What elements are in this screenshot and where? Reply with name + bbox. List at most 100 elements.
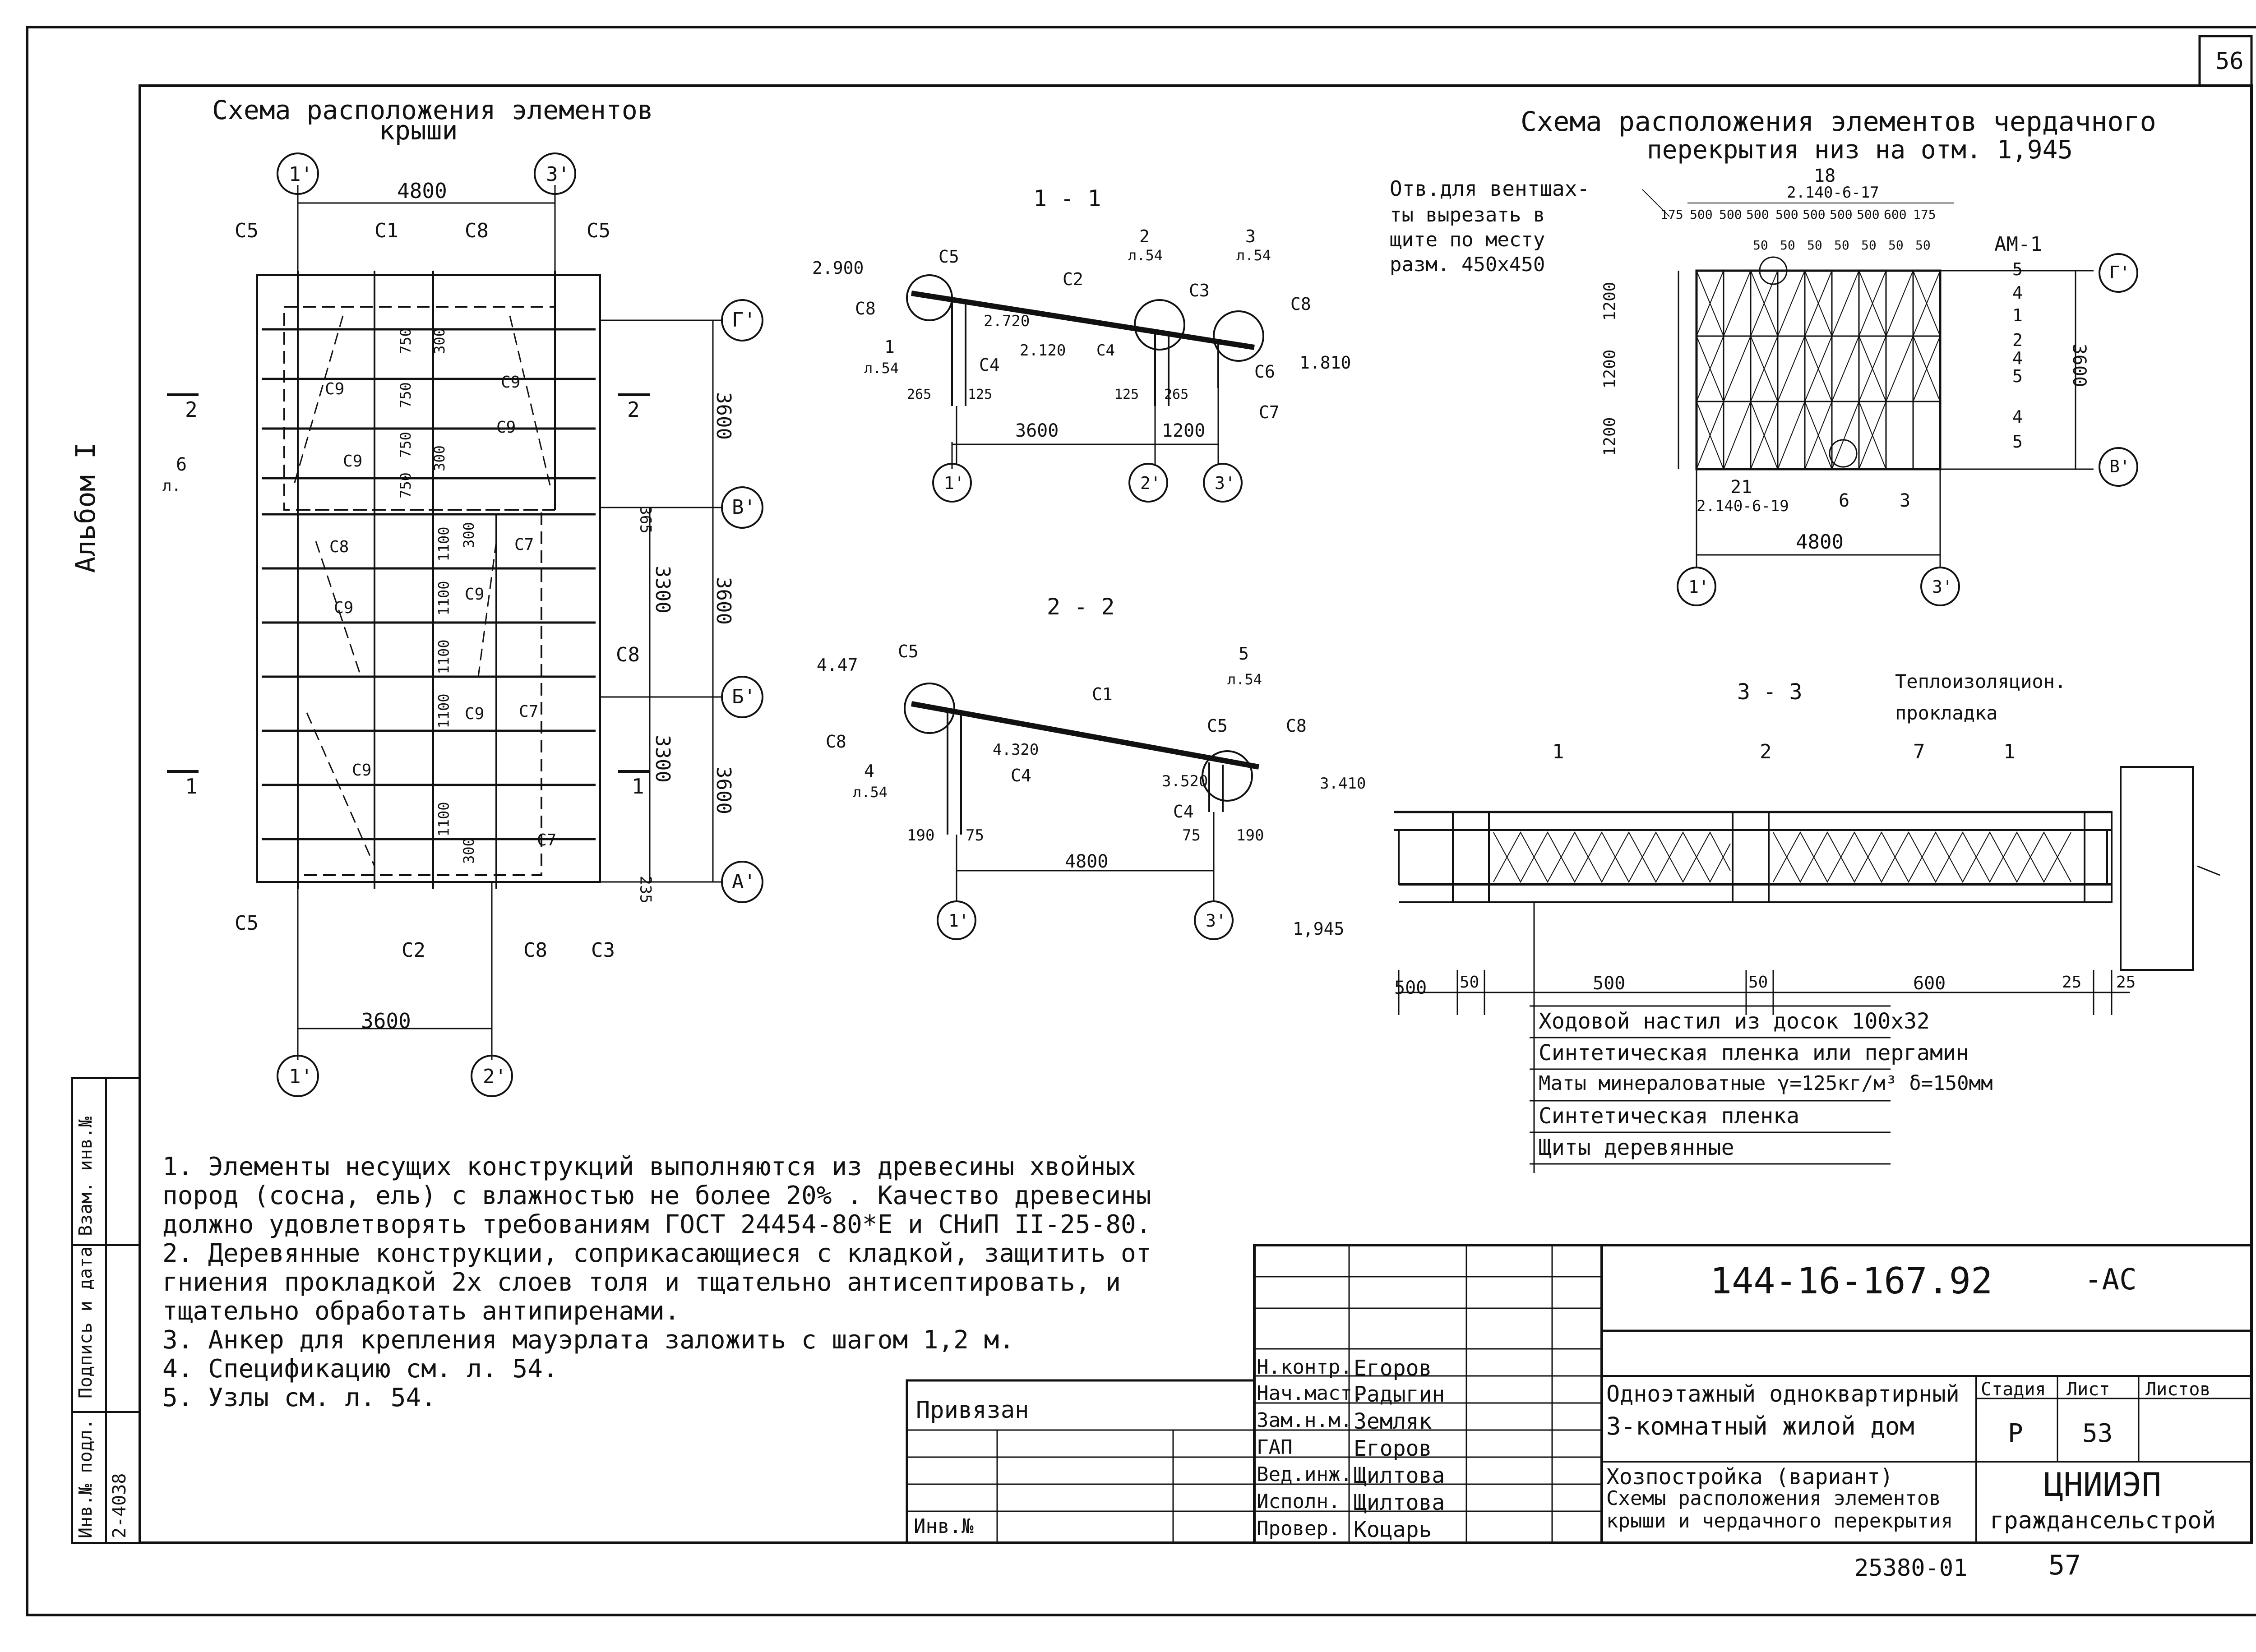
s22-l6: 4.320 <box>993 741 1039 759</box>
doc-code: 144-16-167.92 <box>1710 1260 1993 1302</box>
attic-tdim-4: 500 <box>1775 207 1798 222</box>
attic-ref-bottom: 2.140-6-19 <box>1697 497 1789 515</box>
note-line: 2. Деревянные конструкции, соприкасающие… <box>162 1239 1151 1268</box>
side-stamp-grid <box>71 1077 141 1544</box>
label-6: 6 <box>176 454 187 475</box>
s22-l12: 3.520 <box>1162 772 1208 790</box>
label-c3: С3 <box>591 939 615 962</box>
attic-tdim-5: 500 <box>1803 207 1826 222</box>
side-stamp-number: 2-4038 <box>109 1473 130 1539</box>
label-c8-mid: С8 <box>329 538 349 556</box>
label-c5-bl: С5 <box>235 912 259 935</box>
page-bottom-number: 57 <box>2048 1550 2081 1581</box>
dim-bottom: 3600 <box>361 1009 411 1033</box>
s33-d2: 500 <box>1593 973 1626 994</box>
dim-top: 4800 <box>397 179 447 203</box>
attic-plan-title-2: перекрытия низ на отм. 1,945 <box>1647 135 2073 165</box>
dim-i2: 3300 <box>651 735 674 783</box>
attic-sdim-2: 50 <box>1807 238 1822 253</box>
s11-l17: 1.810 <box>1299 353 1351 373</box>
dim-r3: 3600 <box>712 766 735 814</box>
name-3: Егоров <box>1354 1436 1432 1461</box>
s33-d3: 50 <box>1748 973 1768 992</box>
s11-l1: С5 <box>938 247 959 267</box>
sdim-750-d: 750 <box>397 472 414 498</box>
s33-d1: 50 <box>1460 973 1479 992</box>
s11-axis-1: 1' <box>944 473 965 493</box>
section-1-1-drawing <box>906 274 1264 503</box>
attic-rm-5: 5 <box>2012 366 2023 386</box>
s22-l7: С4 <box>1011 766 1031 785</box>
section-1-1-title: 1 - 1 <box>1033 185 1101 212</box>
s22-l4: л.54 <box>1227 671 1262 688</box>
label-c9-d: С9 <box>343 452 363 471</box>
label-c5-tl: С5 <box>235 219 259 242</box>
label-c9-h: С9 <box>352 761 372 780</box>
attic-tdim-1: 500 <box>1690 207 1713 222</box>
label-c9-b: С9 <box>501 373 521 392</box>
attic-plan-drawing <box>1642 189 2138 606</box>
s33-d0: 500 <box>1394 978 1427 998</box>
s11-l11: 2.120 <box>1020 341 1066 360</box>
label-c7-a: С7 <box>514 535 534 554</box>
attic-mark-18: 18 <box>1814 166 1836 186</box>
s22-l2: С1 <box>1092 684 1113 704</box>
attic-axis-3: 3' <box>1932 577 1953 597</box>
s22-d2: 75 <box>1182 826 1201 844</box>
attic-tdim-8: 600 <box>1884 207 1907 222</box>
sdim-300-b: 300 <box>430 445 448 471</box>
stage-header: Стадия <box>1981 1379 2046 1400</box>
s33-insulation-1: Теплоизоляцион. <box>1895 670 2066 692</box>
privyazan: Привязан <box>916 1397 1029 1424</box>
s33-layer-2: Маты минераловатные γ=125кг/м³ δ=150мм <box>1539 1072 1993 1095</box>
s22-l5: С8 <box>826 732 846 752</box>
s11-d3: 265 <box>1164 387 1189 402</box>
axis-g: Г' <box>732 309 756 332</box>
s22-l10: С5 <box>1207 716 1228 736</box>
side-stamp-vzam: Взам. инв.№ <box>75 1117 96 1236</box>
name-2: Земляк <box>1354 1409 1432 1434</box>
attic-ldim-1: 1200 <box>1600 349 1619 389</box>
s11-l4: 2 <box>1139 226 1150 246</box>
s22-axis-1: 1' <box>948 911 969 931</box>
note-line: 5. Узлы см. л. 54. <box>162 1383 436 1412</box>
outer-frame <box>26 26 2256 1616</box>
attic-tdim-2: 500 <box>1719 207 1742 222</box>
attic-note-1: Отв.для вентшах- <box>1390 176 1590 201</box>
doc-suffix: -АС <box>2085 1263 2137 1297</box>
attic-sdim-4: 50 <box>1861 238 1877 253</box>
sdim-1100-a: 1100 <box>435 526 453 562</box>
attic-note-2: ты вырезать в <box>1390 203 1545 226</box>
section-mark-1-right: 1 <box>632 774 644 798</box>
axis-1-bottom: 1' <box>289 1065 313 1088</box>
axis-b: Б' <box>732 685 756 708</box>
page-number: 56 <box>2215 48 2244 75</box>
dim-r1: 3600 <box>712 392 735 440</box>
attic-rm-2: 1 <box>2012 305 2023 325</box>
roof-plan <box>167 152 763 1097</box>
sdim-1100-e: 1100 <box>435 802 453 837</box>
name-4: Щилтова <box>1354 1463 1445 1488</box>
attic-rm-4: 4 <box>2012 348 2023 368</box>
s11-d4: 3600 <box>1015 420 1059 441</box>
lists-header: Листов <box>2145 1379 2211 1400</box>
attic-tdim-3: 500 <box>1746 207 1769 222</box>
album-label: Альбом I <box>70 443 102 573</box>
s11-d2: 125 <box>1114 387 1139 402</box>
name-0: Егоров <box>1354 1356 1432 1381</box>
attic-tdim-6: 500 <box>1830 207 1853 222</box>
sdim-750-c: 750 <box>397 432 414 458</box>
label-c2: С2 <box>402 939 425 962</box>
title-block-grid <box>906 1244 2253 1544</box>
label-c7-c: С7 <box>537 831 557 849</box>
sheet-line2: Схемы расположения элементов <box>1606 1487 1941 1510</box>
attic-note-4: разм. 450x450 <box>1390 253 1545 276</box>
s11-l12: С4 <box>1096 341 1115 360</box>
sdim-1100-d: 1100 <box>435 693 453 729</box>
s22-l14: С4 <box>1173 802 1194 821</box>
role-3: ГАП <box>1257 1436 1293 1459</box>
attic-rm-1: 4 <box>2012 283 2023 303</box>
attic-rm-0: 5 <box>2012 259 2023 279</box>
section-mark-2-right: 2 <box>627 397 640 422</box>
s22-d4: 4800 <box>1065 851 1109 872</box>
